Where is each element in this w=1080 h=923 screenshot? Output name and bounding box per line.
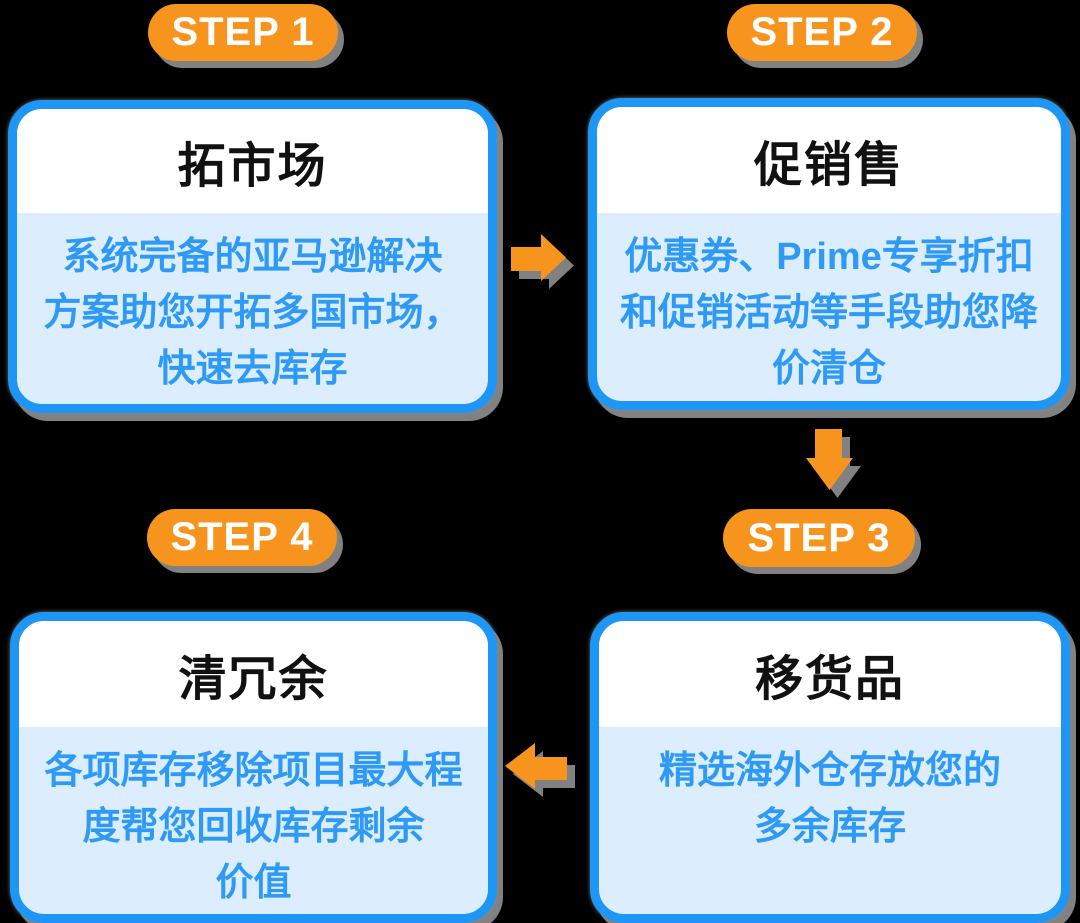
step3-badge: STEP 3 <box>723 509 915 567</box>
step2-title: 促销售 <box>597 107 1061 213</box>
step1-badge: STEP 1 <box>148 4 338 61</box>
step2-badge-label: STEP 2 <box>750 10 894 54</box>
step1-description: 系统完备的亚马逊解决 方案助您开拓多国市场， 快速去库存 <box>43 236 462 390</box>
step3-title: 移货品 <box>599 621 1061 727</box>
step4-badge-label: STEP 4 <box>170 515 314 559</box>
step1-badge-label: STEP 1 <box>171 10 315 54</box>
arrow-left-icon <box>505 743 567 789</box>
step4-card: 清冗余 各项库存移除项目最大程 度帮您回收库存剩余 价值 <box>10 612 497 923</box>
step1-card: 拓市场 系统完备的亚马逊解决 方案助您开拓多国市场， 快速去库存 <box>8 100 497 413</box>
step4-description: 各项库存移除项目最大程 度帮您回收库存剩余 价值 <box>44 750 463 904</box>
step4-title: 清冗余 <box>19 621 488 727</box>
step2-badge: STEP 2 <box>727 4 917 61</box>
step2-card: 促销售 优惠券、Prime专享折扣 和促销活动等手段助您降 价清仓 <box>588 98 1070 410</box>
arrow-right-icon <box>511 234 566 281</box>
step2-description: 优惠券、Prime专享折扣 和促销活动等手段助您降 价清仓 <box>619 236 1038 390</box>
step4-badge: STEP 4 <box>147 509 337 566</box>
step3-card: 移货品 精选海外仓存放您的 多余库存 <box>590 612 1070 923</box>
step1-title: 拓市场 <box>17 109 488 213</box>
step3-description: 精选海外仓存放您的 多余库存 <box>658 750 1001 848</box>
arrow-down-icon <box>806 429 853 490</box>
step3-badge-label: STEP 3 <box>747 515 891 560</box>
